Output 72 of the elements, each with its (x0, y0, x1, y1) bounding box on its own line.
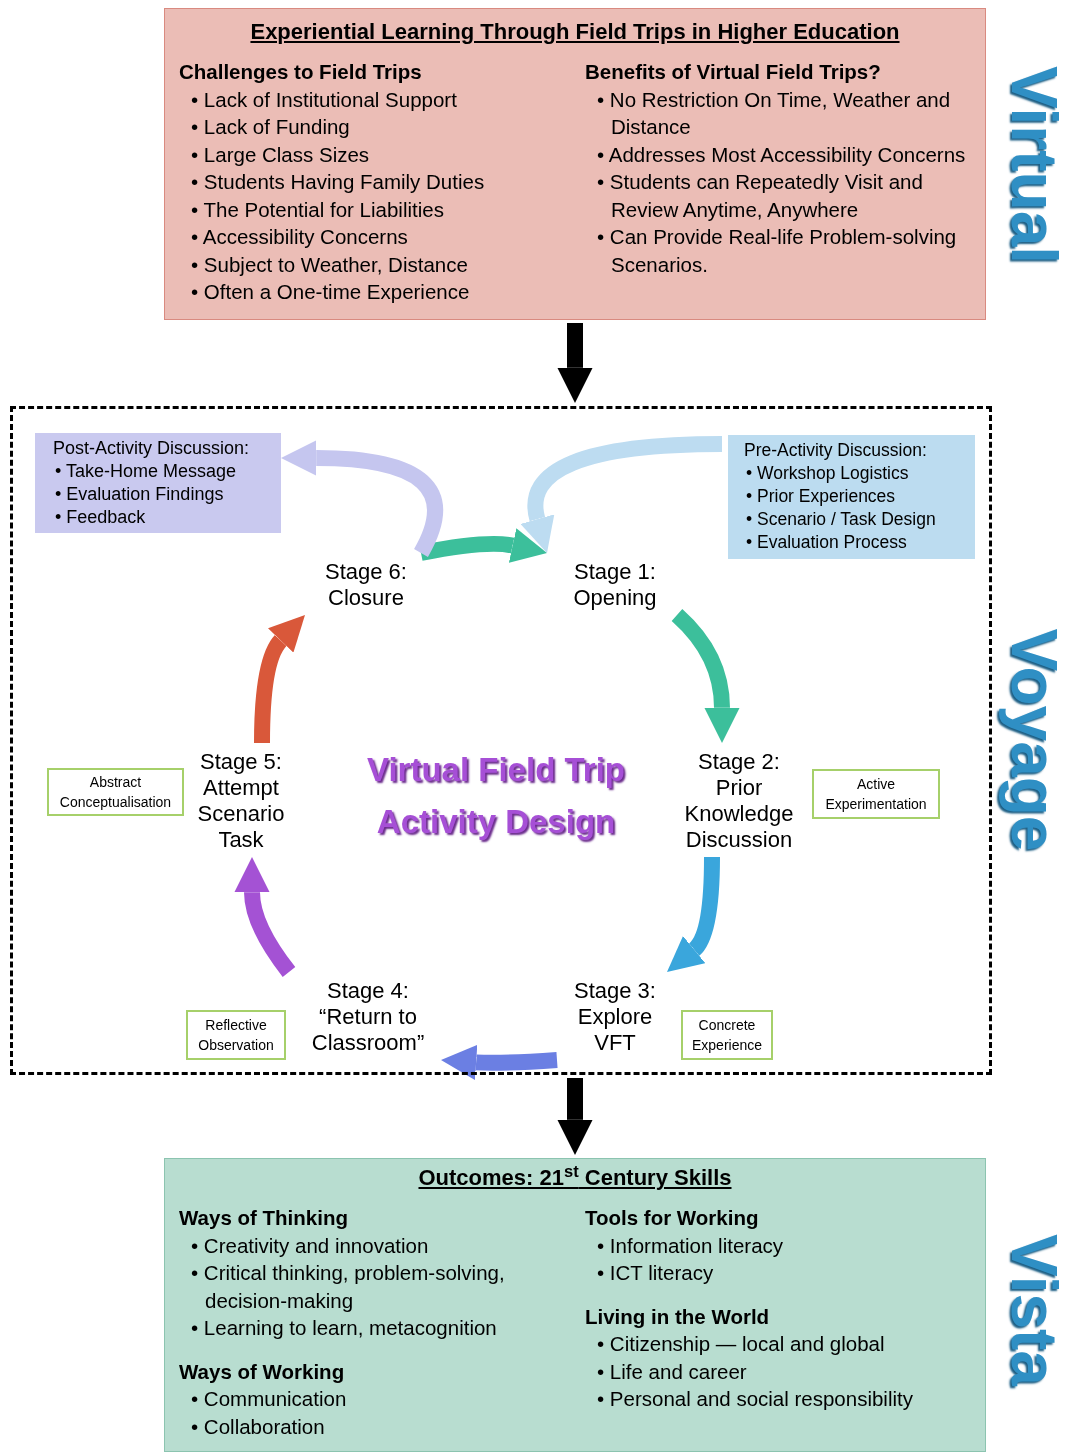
list-item: • Information literacy (597, 1232, 785, 1259)
arrow (671, 609, 740, 743)
section-heading: Living in the World (585, 1304, 770, 1328)
section-heading: Tools for Working (585, 1206, 759, 1229)
list-item: • Scenario / Task Design (746, 508, 937, 531)
challenges-benefits-panel (164, 8, 986, 320)
arrow (669, 856, 720, 975)
list-item: • Evaluation Process (746, 531, 908, 554)
list-item: • Evaluation Findings (55, 483, 225, 506)
stage-label: Stage 5: Attempt Scenario Task (197, 749, 285, 852)
arrow (520, 436, 723, 554)
stage-label: Stage 6: Closure (325, 559, 407, 610)
list-item: • Feedback (55, 506, 147, 529)
stage-label: Stage 2: Prior Knowledge Discussion (684, 749, 794, 852)
list-item: • Can Provide Real-life Problem-solving Scenarios. (597, 224, 958, 278)
box-heading: Pre-Activity Discussion: (744, 440, 927, 460)
list-item: • Subject to Weather, Distance (191, 251, 469, 278)
list-item: • Workshop Logistics (746, 462, 910, 485)
panel-title: Outcomes: 21$^{st}$ Century Skills (418, 1165, 732, 1190)
list-item: • ICT literacy (597, 1260, 715, 1286)
list-item: • Life and career (597, 1358, 748, 1385)
arrow (281, 440, 443, 557)
section-heading: Benefits of Virtual Field Trips? (585, 60, 881, 83)
outcomes-panel (164, 1158, 986, 1452)
stage-label: Abstract Conceptualisation (58, 773, 173, 812)
list-item: • Addresses Most Accessibility Concerns (597, 141, 967, 168)
center-label: Virtual Field Trip Activity Design (367, 751, 625, 840)
stage-label: Stage 4: “Return to Classroom” (311, 978, 425, 1055)
dashed-frame (10, 406, 992, 1075)
list-item: • Take-Home Message (55, 460, 238, 483)
list-item: • Accessibility Concerns (191, 224, 409, 250)
arrow (234, 857, 296, 977)
box-heading: Post-Activity Discussion: (53, 438, 250, 458)
stage-label: Stage 3: Explore VFT (574, 978, 656, 1055)
list-item: • Lack of Funding (191, 114, 351, 140)
stage-box (681, 1010, 773, 1060)
list-item: • Prior Experiences (746, 485, 897, 508)
stage-label: Concrete Experience (690, 1016, 763, 1055)
arrow (419, 528, 548, 563)
section-heading: Challenges to Field Trips (179, 60, 422, 83)
list-item: • Large Class Sizes (191, 141, 371, 168)
list-item: • Collaboration (191, 1413, 326, 1440)
section-heading: Ways of Working (179, 1359, 345, 1383)
list-item: • Creativity and innovation (191, 1232, 430, 1259)
stage-box (47, 768, 184, 816)
side-label: Voyage (997, 628, 1066, 852)
stage-label: Stage 1: Opening (573, 559, 657, 610)
list-item: • Students Having Family Duties (191, 169, 486, 195)
list-item: • Communication (191, 1386, 348, 1412)
arrow (440, 1044, 558, 1080)
list-item: • Personal and social responsibility (597, 1386, 914, 1412)
list-item: • Learning to learn, metacognition (191, 1315, 498, 1341)
list-item: • Students can Repeatedly Visit and Review Anytime, Anywhere (597, 169, 924, 223)
list-item: • No Restriction On Time, Weather and Distance (597, 86, 952, 140)
discussion-box (728, 435, 975, 559)
stage-label: Active Experimentation (824, 775, 928, 814)
list-item: • The Potential for Liabilities (191, 196, 445, 223)
side-label: Virtual (997, 66, 1066, 264)
arrow (557, 323, 593, 403)
discussion-box (35, 433, 281, 533)
stage-box (186, 1010, 286, 1060)
stage-box (812, 769, 940, 819)
stage-label: Reflective Observation (197, 1016, 275, 1055)
section-heading: Ways of Thinking (179, 1206, 348, 1229)
list-item: • Often a One-time Experience (191, 279, 471, 305)
arrow (557, 1078, 593, 1155)
side-label: Vista (997, 1234, 1066, 1386)
arrow (254, 613, 303, 744)
list-item: • Citizenship — local and global (597, 1331, 886, 1357)
list-item: • Critical thinking, problem-solving, decision-making (191, 1260, 506, 1314)
list-item: • Lack of Institutional Support (191, 86, 458, 113)
panel-title: Experiential Learning Through Field Trips in Higher Education (250, 19, 900, 44)
